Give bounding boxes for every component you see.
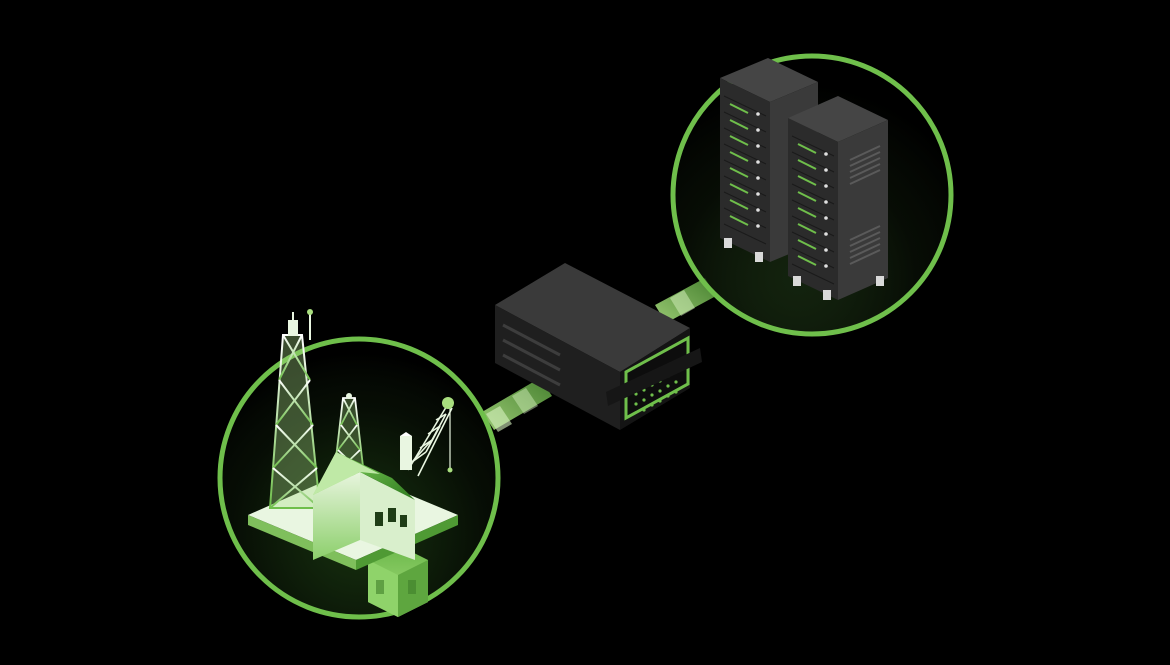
edge-device-node — [495, 263, 702, 430]
link-platform-to-edge — [482, 378, 552, 432]
link-edge-to-datacenter — [655, 278, 716, 323]
server-rack-icon — [720, 58, 888, 300]
oil-rig-icon — [248, 309, 458, 617]
data-center-node — [670, 53, 954, 337]
edge-server-icon — [495, 263, 702, 430]
offshore-platform-node — [217, 309, 501, 620]
